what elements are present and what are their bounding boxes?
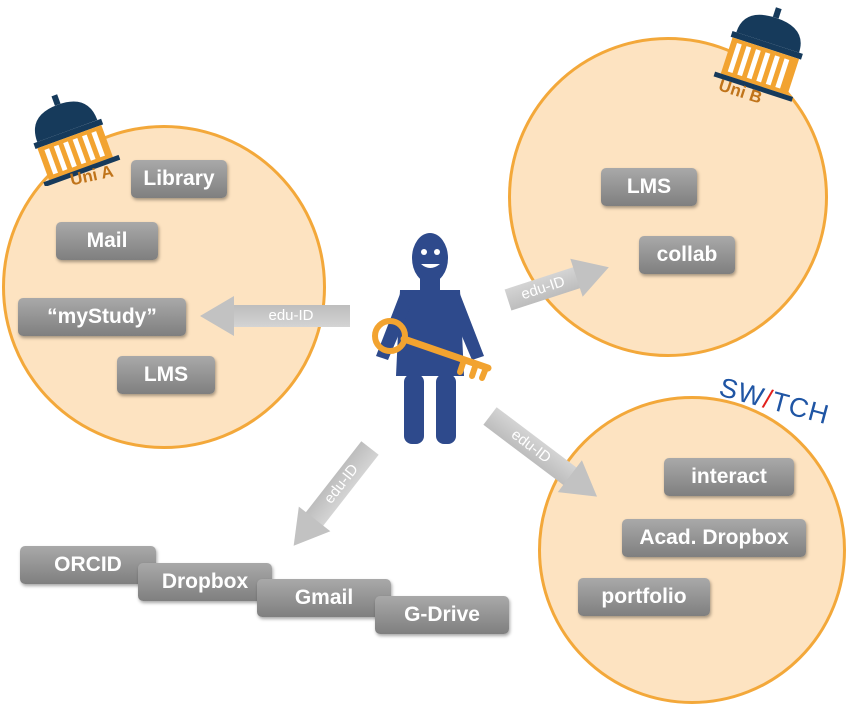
switch-interact-button[interactable]: interact [664,458,794,496]
uni-a-mail-button[interactable]: Mail [56,222,158,260]
uni-b-lms-button[interactable]: LMS [601,168,697,206]
uni-b-collab-button[interactable]: collab [639,236,735,274]
external-gdrive-button[interactable]: G-Drive [375,596,509,634]
switch-portfolio-button[interactable]: portfolio [578,578,710,616]
external-orcid-button[interactable]: ORCID [20,546,156,584]
uni-a-library-button[interactable]: Library [131,160,227,198]
switch-acad-dropbox-button[interactable]: Acad. Dropbox [622,519,806,557]
arrow-to-external: edu-ID [277,436,386,559]
uni-a-mystudy-button[interactable]: “myStudy” [18,298,186,336]
uni-a-building-icon [33,94,121,186]
external-gmail-button[interactable]: Gmail [257,579,391,617]
arrow-to-uni-a: edu-ID [200,296,350,336]
uni-b-building-icon [713,7,803,102]
arrow-to-uni-a-label: edu-ID [268,307,314,324]
external-dropbox-button[interactable]: Dropbox [138,563,272,601]
arrow-to-external-label: edu-ID [320,460,362,507]
person-with-key-icon [372,233,492,444]
uni-a-lms-button[interactable]: LMS [117,356,215,394]
